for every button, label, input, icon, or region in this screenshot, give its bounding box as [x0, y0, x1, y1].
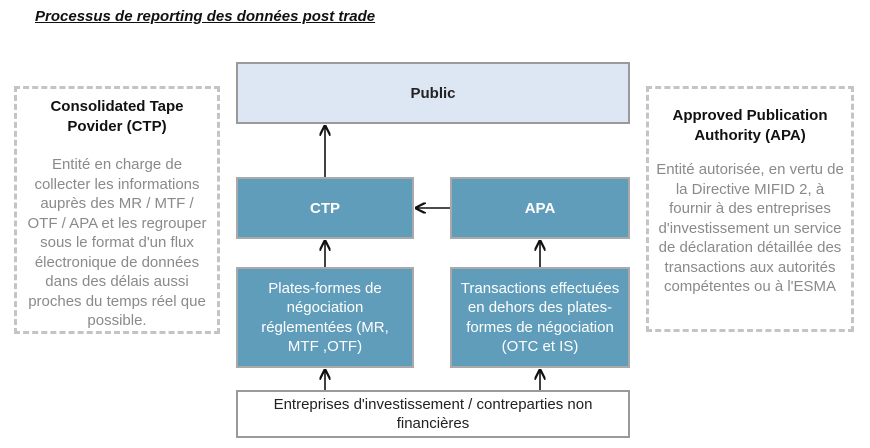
otc-transactions-label: Transactions effectuées en dehors des pl… — [460, 279, 620, 356]
regulated-platforms-label: Plates-formes de négociation réglementée… — [261, 279, 389, 356]
ctp-node: CTP — [236, 177, 414, 239]
ctp-panel-heading: Consolidated Tape Povider (CTP) — [50, 98, 184, 135]
regulated-platforms-node: Plates-formes de négociation réglementée… — [236, 267, 414, 368]
investment-firms-label: Entreprises d'investissement / contrepar… — [273, 396, 593, 432]
apa-node: APA — [450, 177, 630, 239]
apa-panel-description: Entité autorisée, en vertu de la Directi… — [656, 161, 844, 295]
ctp-panel-description: Entité en charge de collecter les inform… — [27, 156, 207, 329]
apa-description-panel: Approved Publication Authority (APA) Ent… — [646, 86, 854, 332]
apa-panel-heading: Approved Publication Authority (APA) — [672, 107, 828, 144]
diagram-title: Processus de reporting des données post … — [35, 8, 376, 25]
ctp-description-panel: Consolidated Tape Povider (CTP) Entité e… — [14, 86, 220, 334]
otc-transactions-node: Transactions effectuées en dehors des pl… — [450, 267, 630, 368]
investment-firms-node: Entreprises d'investissement / contrepar… — [236, 390, 630, 438]
public-node: Public — [236, 62, 630, 124]
